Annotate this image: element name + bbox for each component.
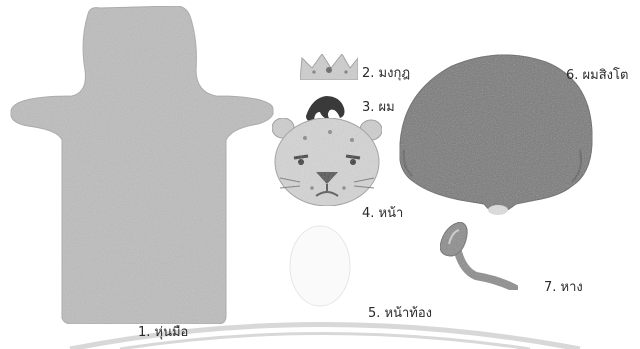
label-hand-puppet: 1. หุ่นมือ <box>138 321 188 342</box>
lion-mane-shape <box>400 55 592 215</box>
label-face: 4. หน้า <box>362 202 403 223</box>
hand-puppet-shape <box>11 6 274 324</box>
label-lion-mane: 6. ผมสิงโต <box>566 64 628 85</box>
belly-shape <box>290 226 350 306</box>
lion-face-shape <box>272 118 382 206</box>
label-hair: 3. ผม <box>362 96 395 117</box>
tail-shape <box>440 222 518 290</box>
label-crown: 2. มงกุฎ <box>362 62 410 83</box>
label-tail: 7. หาง <box>544 276 583 297</box>
label-belly: 5. หน้าท้อง <box>368 302 432 323</box>
crown-shape <box>300 54 358 80</box>
